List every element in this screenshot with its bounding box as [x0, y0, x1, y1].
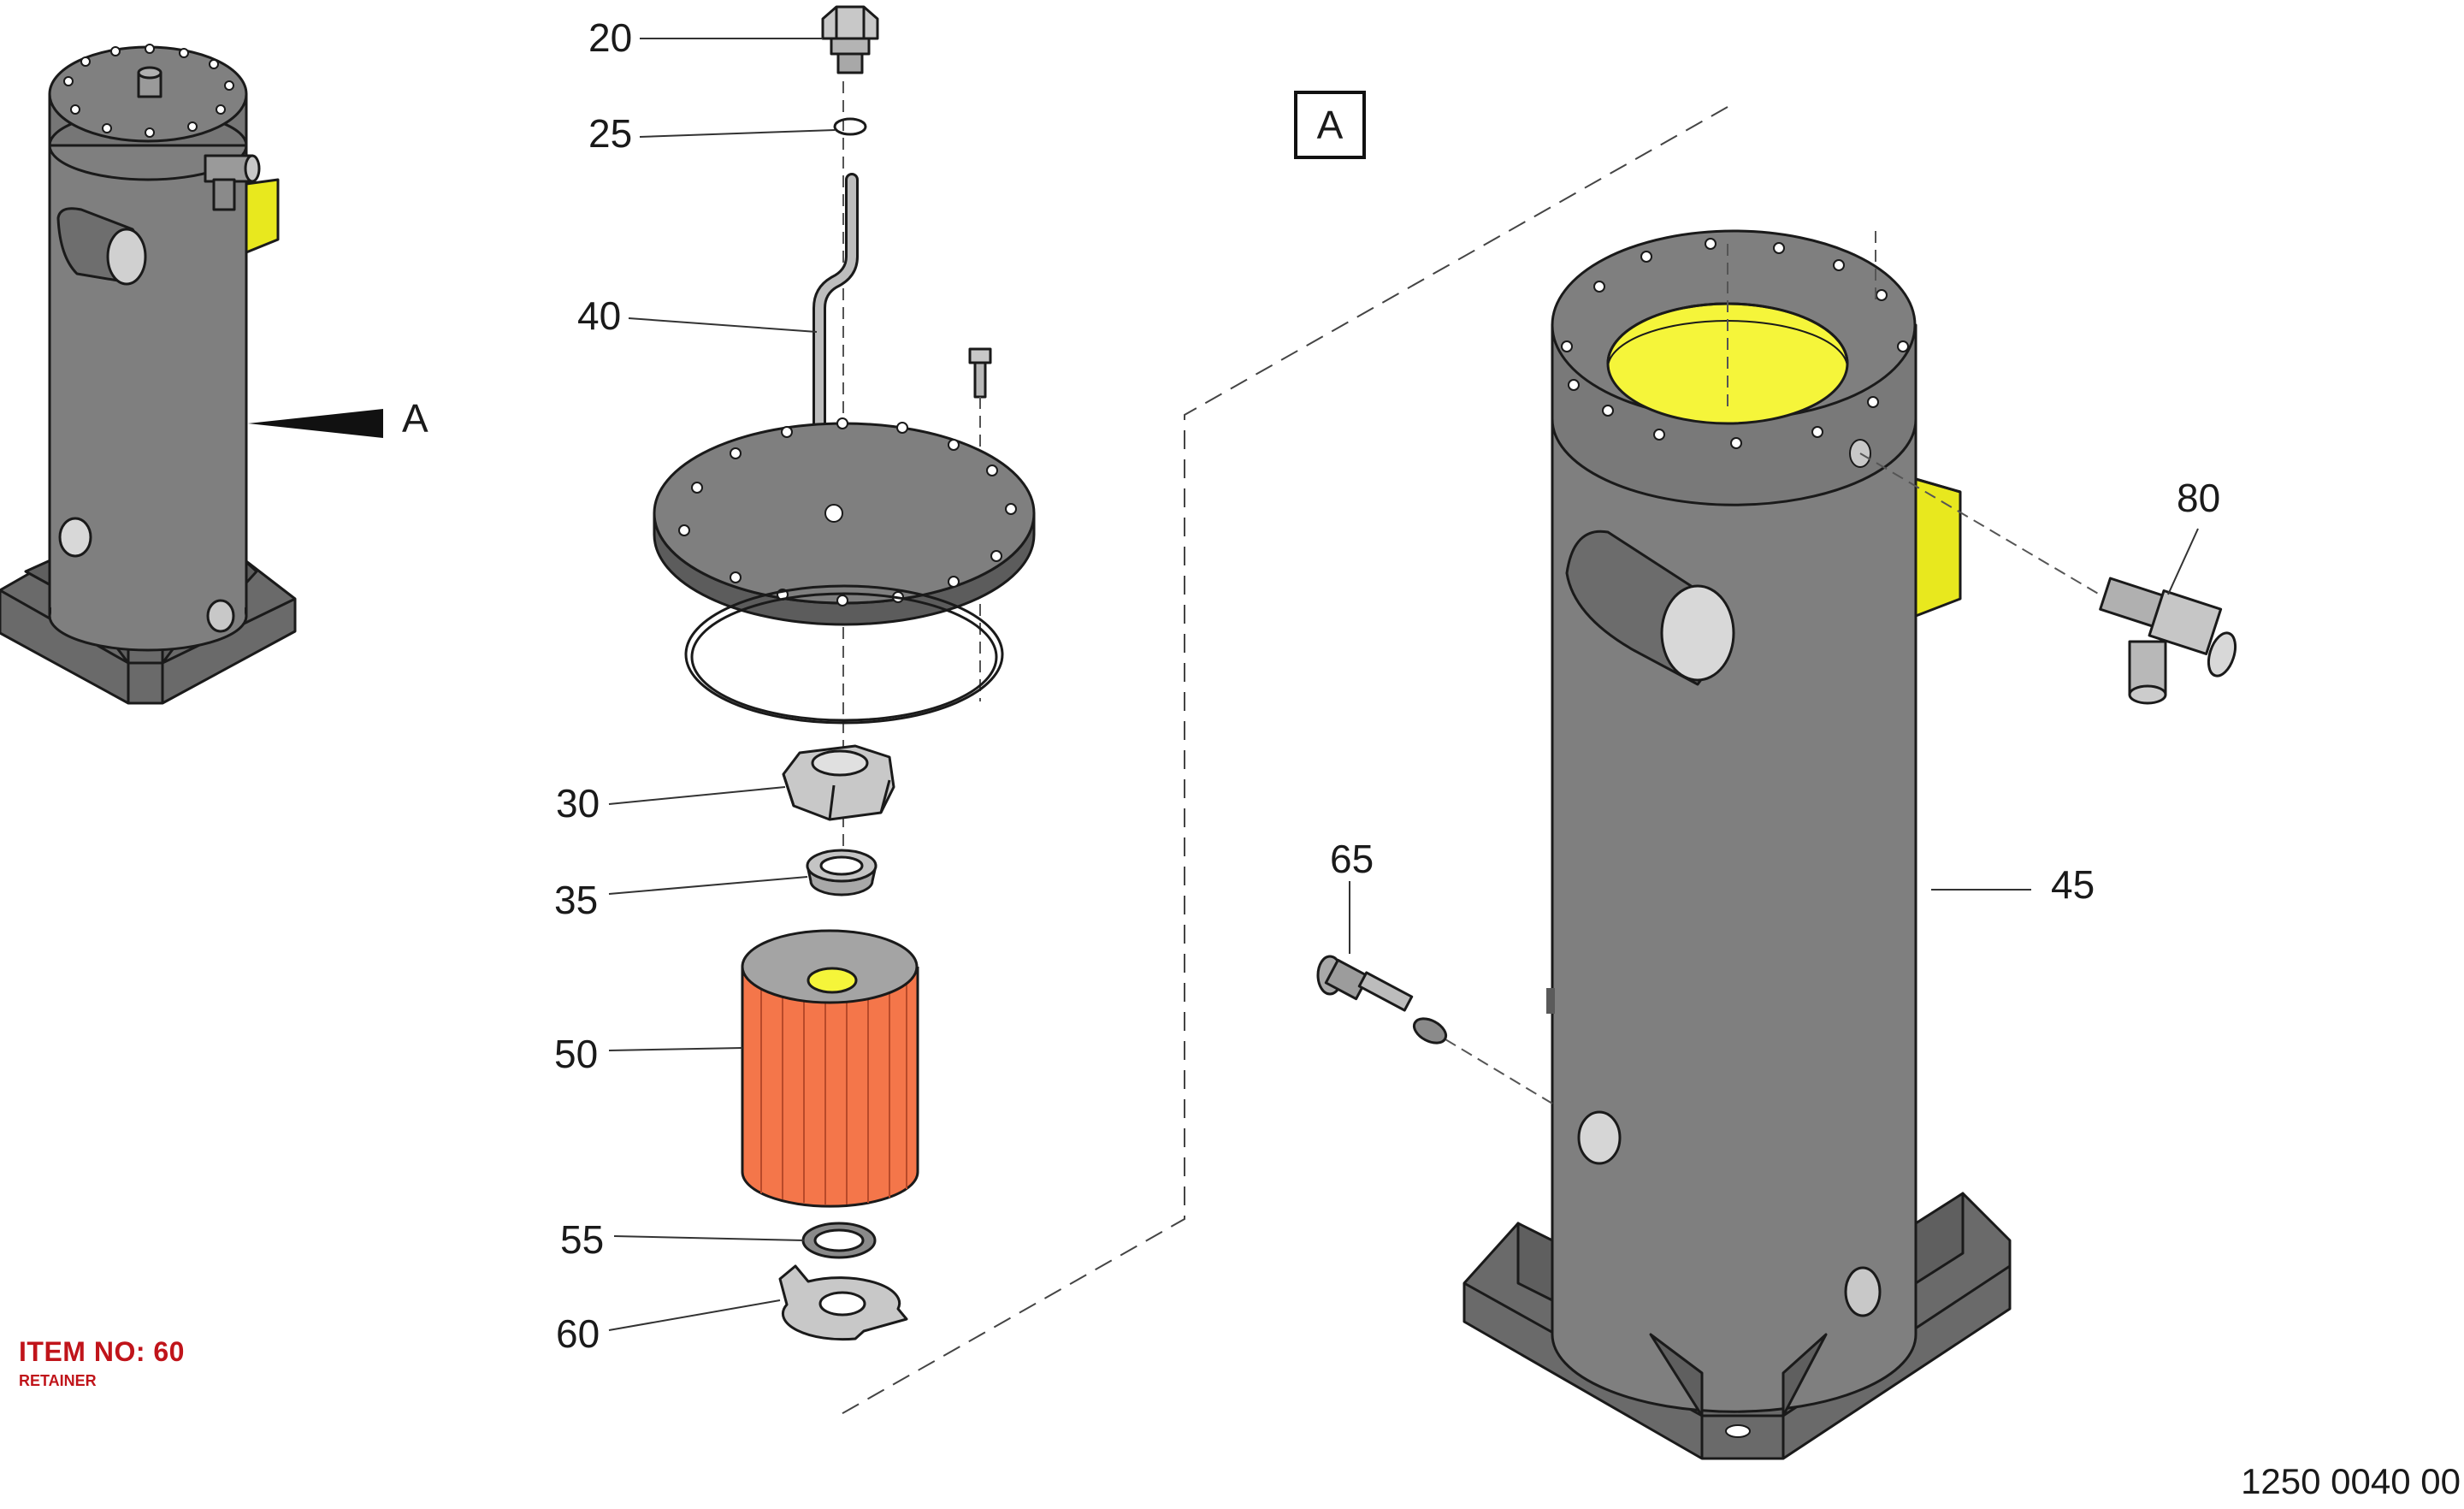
exploded-stack [653, 5, 1036, 1341]
callout-20-label: 20 [588, 15, 632, 60]
part-dip-tube [812, 173, 859, 443]
part-o-ring-small [833, 117, 867, 136]
callout-20: 20 [588, 15, 823, 60]
callout-60-label: 60 [556, 1311, 600, 1356]
detail-filter-housing [1462, 229, 2012, 1460]
part-filter-element [741, 929, 919, 1208]
callout-35: 35 [554, 876, 808, 922]
detail-box-label: A [1317, 103, 1344, 147]
callout-45: 45 [1931, 862, 2095, 907]
callout-80-label: 80 [2177, 476, 2220, 520]
callout-35-label: 35 [554, 878, 598, 922]
item-name: RETAINER [19, 1372, 97, 1389]
view-a-pointer: A [248, 396, 428, 441]
overview-filter-housing [0, 44, 297, 705]
callout-40: 40 [577, 293, 818, 338]
callout-45-label: 45 [2051, 862, 2095, 907]
part-vent-plug [821, 5, 879, 74]
part-lid-plate [653, 417, 1036, 626]
part-drain-valve [1316, 955, 1553, 1104]
callout-55-label: 55 [560, 1217, 604, 1262]
callout-50: 50 [554, 1032, 743, 1076]
item-number-title: ITEM NO: 60 [19, 1336, 185, 1367]
callout-55: 55 [560, 1217, 805, 1262]
part-tee-fitting [1859, 453, 2237, 705]
part-lid-gasket [684, 584, 1004, 725]
drawing-number: 1250 0040 00 [2241, 1461, 2461, 1501]
part-hex-nut [782, 744, 895, 821]
detail-boundary [837, 106, 1728, 1417]
callout-25: 25 [588, 111, 836, 156]
callout-65: 65 [1330, 837, 1374, 954]
callout-50-label: 50 [554, 1032, 598, 1076]
callout-80: 80 [2167, 476, 2220, 595]
part-retainer [778, 1264, 908, 1341]
callout-65-label: 65 [1330, 837, 1374, 881]
view-a-label: A [402, 396, 428, 441]
part-bushing [806, 849, 877, 897]
detail-view-box: A [1294, 91, 1366, 159]
callout-30-label: 30 [556, 781, 600, 826]
callout-25-label: 25 [588, 111, 632, 156]
callout-60: 60 [556, 1299, 781, 1356]
callout-30: 30 [556, 781, 786, 826]
part-seal-washer [801, 1222, 877, 1259]
callout-40-label: 40 [577, 293, 621, 338]
